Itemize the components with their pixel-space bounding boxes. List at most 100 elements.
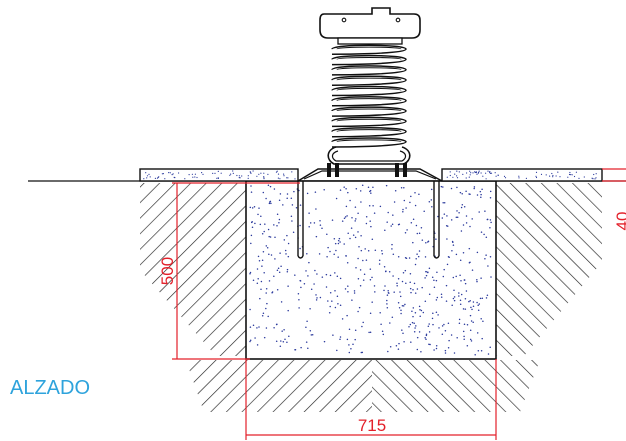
concrete-dot [452,241,454,243]
concrete-dot [286,193,289,195]
concrete-dot [459,191,462,194]
concrete-dot [435,299,438,301]
concrete-dot [268,280,271,282]
concrete-dot [388,271,391,273]
concrete-dot [291,204,294,206]
concrete-dot [409,281,411,284]
concrete-dot [351,299,353,301]
concrete-dot [338,237,341,240]
concrete-dot [346,314,348,317]
concrete-dot [414,292,417,294]
spring-coil-inner [336,77,402,81]
concrete-dot [403,199,406,202]
concrete-dot [358,306,361,309]
concrete-dot [278,221,280,224]
concrete-dot [346,338,349,341]
concrete-dot [331,219,334,221]
concrete-dot [469,338,472,341]
concrete-dot [310,288,313,291]
concrete-dot [260,280,263,283]
concrete-dot [423,210,425,213]
concrete-dot [435,347,438,350]
concrete-dot [347,191,349,194]
concrete-dot [414,191,416,194]
concrete-dot [287,242,290,245]
concrete-dot [282,204,284,206]
concrete-dot [266,302,268,305]
concrete-dot [430,199,433,201]
concrete-dot [357,231,359,233]
concrete-dot [339,277,342,280]
concrete-dot [336,295,339,298]
concrete-dot [468,176,470,178]
concrete-dot [480,318,482,320]
spring-coil [331,137,407,148]
concrete-dot [367,186,370,189]
concrete-dot [471,269,474,271]
concrete-dot [287,309,289,312]
concrete-dot [418,232,421,234]
concrete-dot [379,205,382,208]
concrete-dot [299,247,301,250]
concrete-dot [453,296,456,298]
concrete-dot [286,270,289,273]
concrete-dot [354,220,356,222]
concrete-dot [314,191,317,193]
concrete-dot [281,330,283,332]
concrete-dot [173,176,175,178]
concrete-dot [545,174,547,176]
spring-coil [331,85,407,97]
spring-coil-inner [336,118,402,122]
concrete-dot [427,325,430,328]
concrete-dot [459,299,462,302]
concrete-dot [325,273,328,276]
concrete-dot [568,173,571,176]
concrete-dot [145,172,147,174]
concrete-dot [371,301,373,303]
concrete-dot [194,173,196,175]
concrete-dot [158,176,160,178]
concrete-dot [260,215,262,217]
concrete-dot [504,177,507,179]
concrete-dot [484,258,486,260]
concrete-dot [188,174,190,176]
concrete-dot [482,320,484,322]
concrete-dot [495,175,497,177]
concrete-dot [334,306,337,309]
concrete-dot [477,172,479,174]
concrete-dot [305,341,308,343]
concrete-dot [283,173,285,175]
concrete-dot [362,279,365,281]
concrete-dot [441,333,444,335]
concrete-dot [396,282,398,285]
concrete-dot [354,338,356,341]
concrete-dot [164,178,166,180]
concrete-dot [279,178,281,180]
concrete-dot [403,187,405,189]
concrete-dot [535,171,538,173]
concrete-dot [381,250,383,252]
concrete-dot [307,347,309,350]
concrete-dot [490,276,492,278]
spring-coil-inner [336,108,402,112]
concrete-dot [295,206,298,209]
concrete-dot [458,322,461,325]
concrete-dot [470,306,472,309]
concrete-dot [402,305,405,307]
concrete-dot [468,247,471,250]
spring-coil [331,54,407,66]
concrete-dot [464,308,467,310]
concrete-dot [168,172,170,174]
concrete-dot [274,236,276,239]
concrete-dot [432,323,434,326]
concrete-dot [337,303,339,305]
concrete-dot [592,178,594,180]
concrete-dot [263,178,265,180]
concrete-dot [146,177,148,179]
concrete-dot [489,190,492,193]
base-bolt-2 [335,163,339,177]
concrete-dot [414,263,417,266]
concrete-dot [343,186,345,188]
concrete-dot [370,225,372,228]
concrete-dot [212,172,214,174]
